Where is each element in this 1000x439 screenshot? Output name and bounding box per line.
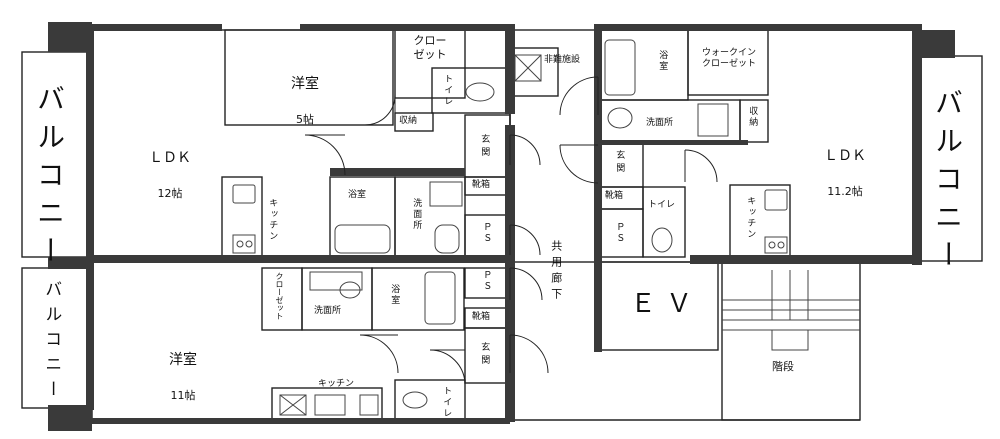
- balcony-left-top-label: バルコニー: [33, 84, 66, 274]
- stairs-label: 階段: [772, 360, 794, 373]
- western-5-name: 洋室: [291, 75, 319, 92]
- storage-left-label: 収納: [399, 116, 418, 126]
- bath-lower-label: 浴室: [389, 284, 400, 306]
- toilet-top-label: トイレ: [442, 74, 453, 107]
- kitchen-right-label: キッチン: [745, 196, 756, 240]
- kitchen-left-label: キッチン: [267, 198, 278, 242]
- entrance-right-label: 玄関: [614, 150, 625, 176]
- ldk-left-size: 12帖: [157, 186, 183, 200]
- ldk-left-label: ＬＤＫ 12帖: [140, 132, 200, 202]
- storage-right-label: 収納: [747, 106, 758, 128]
- ps-left-top-label: ＰＳ: [481, 222, 492, 244]
- closet-top-label: クロー ゼット: [413, 34, 447, 61]
- toilet-right-label: トイレ: [648, 200, 676, 210]
- western-11-label: 洋室 11帖: [158, 334, 208, 404]
- shoe-left-bottom-label: 靴箱: [472, 312, 491, 322]
- shoe-left-top-label: 靴箱: [472, 180, 491, 190]
- ldk-right-name: ＬＤＫ: [824, 147, 866, 164]
- toilet-bottom-label: トイレ: [441, 386, 452, 419]
- balcony-left-bottom-label: バルコニー: [41, 280, 62, 405]
- washroom-middle-label: 洗面所: [411, 198, 422, 231]
- bath-middle-label: 浴室: [348, 190, 367, 200]
- kitchen-lower-label: キッチン: [318, 379, 355, 389]
- entrance-left-top-label: 玄関: [479, 134, 490, 160]
- western-11-size: 11帖: [170, 388, 196, 402]
- ldk-right-label: ＬＤＫ 11.2帖: [810, 130, 880, 200]
- western-5-label: 洋室 5帖: [280, 58, 330, 128]
- ps-left-bottom-label: ＰＳ: [481, 270, 492, 292]
- washroom-right-label: 洗面所: [646, 118, 674, 128]
- walkin-label: ウォークイン クローゼット: [701, 48, 756, 70]
- entrance-left-bottom-label: 玄関: [479, 342, 490, 368]
- ldk-left-name: ＬＤＫ: [149, 149, 191, 166]
- bath-right-label: 浴室: [657, 50, 668, 72]
- ev-label: ＥＶ: [630, 289, 703, 319]
- western-5-size: 5帖: [296, 112, 314, 126]
- balcony-right-label: バルコニー: [931, 88, 964, 278]
- western-11-name: 洋室: [169, 351, 197, 368]
- washroom-lower-label: 洗面所: [314, 306, 342, 316]
- ps-right-label: ＰＳ: [614, 222, 625, 244]
- evac-label: 非難施設: [544, 55, 581, 65]
- corridor-label: 共用廊下: [549, 240, 563, 304]
- shoe-right-label: 靴箱: [605, 191, 624, 201]
- ldk-right-size: 11.2帖: [827, 184, 863, 198]
- closet-small-label: クローゼット: [275, 272, 284, 320]
